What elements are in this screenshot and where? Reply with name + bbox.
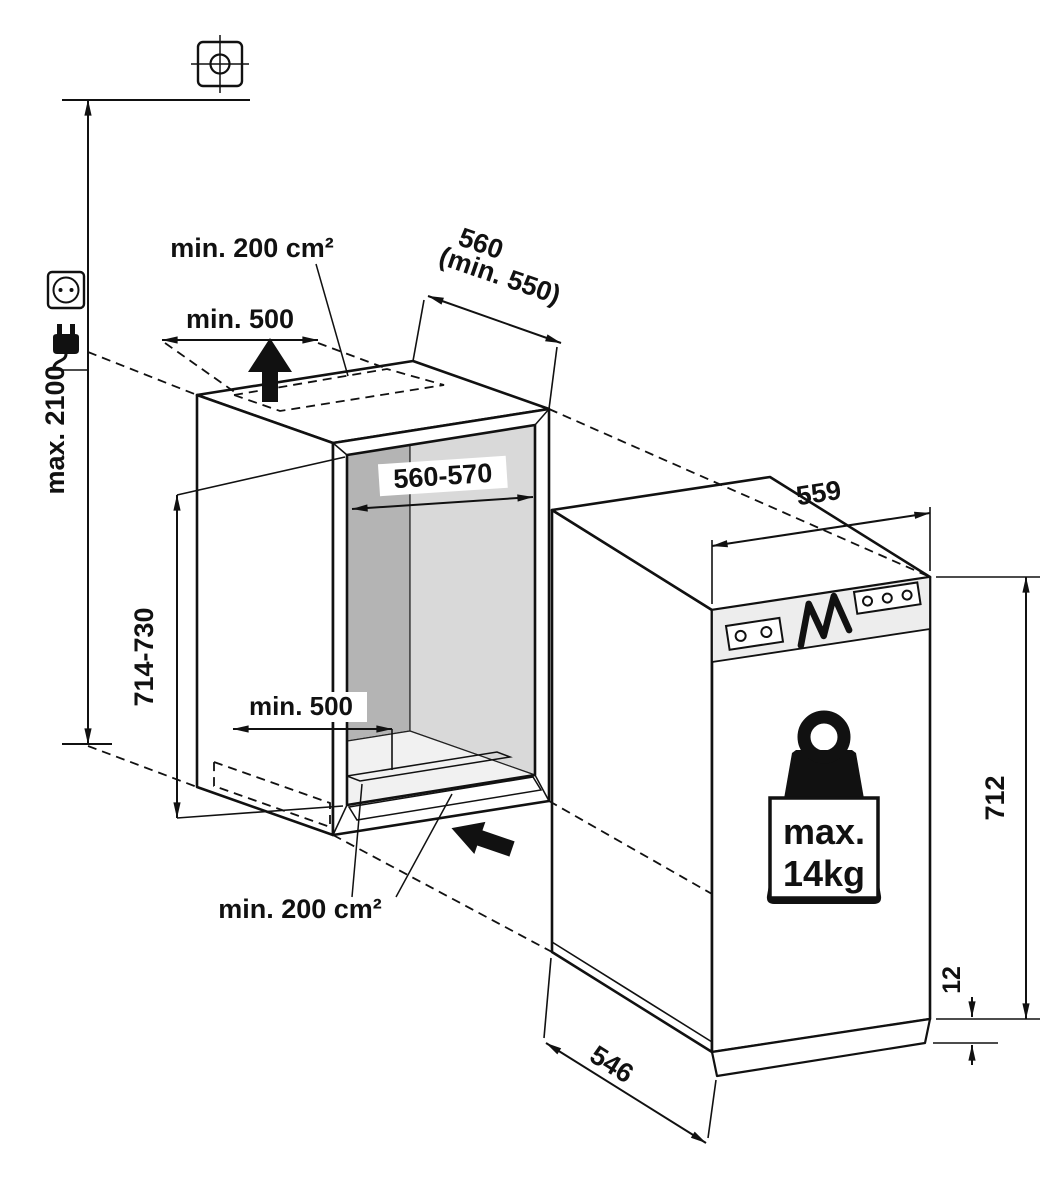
dimension-bottom-vent-area: min. 200 cm² <box>218 783 515 924</box>
label-niche-height: 714-730 <box>129 607 159 706</box>
hinge-strip <box>711 576 931 663</box>
niche-cabinet <box>195 338 551 837</box>
label-appliance-height: 712 <box>980 775 1010 820</box>
label-plinth-gap: 12 <box>938 966 966 994</box>
appliance: max. 14kg <box>550 475 932 1078</box>
hinge-bracket-right-icon <box>852 581 922 615</box>
appliance-plinth-line <box>551 941 713 1043</box>
airflow-up-arrow <box>248 338 292 402</box>
power-plug-icon <box>46 324 88 371</box>
dimension-top-vent-width: min. 500 <box>161 304 386 394</box>
label-appliance-width: 559 <box>794 475 843 511</box>
dimension-floor-vent-width: min. 500 <box>232 691 393 770</box>
airflow-in-arrow <box>451 821 515 857</box>
door-load-label-value: 14kg <box>783 853 865 894</box>
sliding-hinge-icon <box>797 592 853 649</box>
dimension-niche-width: 560-570 <box>351 455 534 512</box>
dimension-appliance-height: 712 <box>936 576 1040 1020</box>
label-top-vent-area: min. 200 cm² <box>170 233 334 263</box>
power-socket-icon <box>46 270 86 310</box>
appliance-base <box>710 1017 932 1078</box>
dim-label-max-height: max. 2100 <box>40 365 70 494</box>
dimension-niche-height: 714-730 <box>129 456 346 819</box>
label-bottom-vent-area: min. 200 cm² <box>218 894 382 924</box>
label-appliance-depth: 546 <box>585 1040 639 1089</box>
dimension-max-height: max. 2100 <box>40 99 250 745</box>
projection-lines <box>87 351 198 788</box>
hinge-bracket-left-icon <box>724 616 785 651</box>
label-floor-vent-width: min. 500 <box>249 691 353 721</box>
label-niche-width: 560-570 <box>392 458 493 495</box>
dimension-plinth-gap: 12 <box>933 966 998 1065</box>
niche-left-face <box>195 393 335 837</box>
floor-vent-cutout <box>344 751 513 782</box>
dimension-top-vent-area: min. 200 cm² <box>170 233 349 377</box>
hidden-vent-strip <box>213 760 331 829</box>
wall-bracket-icon <box>191 35 249 93</box>
weight-icon: max. 14kg <box>766 710 882 904</box>
bottom-vent-grille <box>347 776 543 821</box>
dimension-appliance-width: 559 <box>711 475 931 604</box>
label-top-vent-width: min. 500 <box>186 304 294 334</box>
projection-lines-right <box>332 408 931 953</box>
top-vent-cutout <box>233 368 445 412</box>
door-load-label-max: max. <box>783 811 865 852</box>
